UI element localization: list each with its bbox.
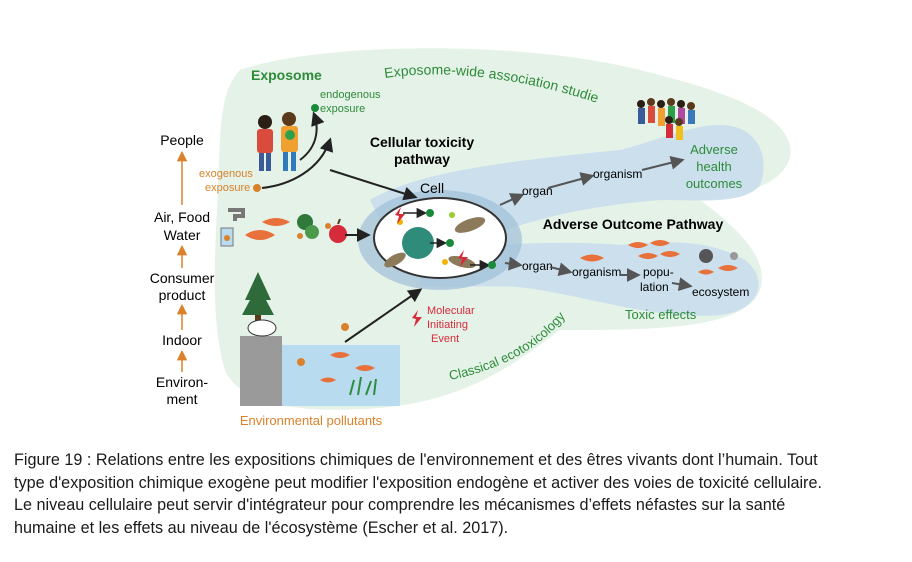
environment-to-cell-arrow [344,288,423,343]
ecosystem-label: ecosystem [692,285,749,299]
organ-bottom-label: organ [522,259,553,273]
exogenous-arrow [261,137,334,189]
level-people: People [160,132,204,148]
fish-school-icon [628,240,680,259]
organ-top-label: organ [522,184,553,198]
organ-to-organism-bottom-arrow [549,262,573,277]
caption-line-3: Le niveau cellulaire peut servir d'intég… [14,496,786,514]
figure-caption: Figure 19 : Relations entre les expositi… [14,449,899,539]
food-water-illustration [220,208,347,247]
endogenous-label: endogenous [320,89,381,101]
environment-illustration [240,272,400,406]
cell-label: Cell [420,180,444,196]
toxic-effects-label: Toxic effects [625,307,697,322]
nucleus [402,227,434,259]
exposome-diagram: People Air, Food Water Consumer product … [0,0,791,428]
exposome-to-cell-arrow [329,169,418,201]
adverse-label-2: health [696,159,731,174]
organ-to-organism-top-arrow [547,172,595,189]
endogenous-arrow [299,111,325,161]
organism-to-adverse-arrow [641,155,685,171]
aop-title: Adverse Outcome Pathway [543,216,724,232]
adverse-label-1: Adverse [690,142,738,157]
organism-fish-icon [580,254,604,262]
population-to-ecosystem-arrow [671,277,693,292]
exposome-title: Exposome [251,67,322,83]
exogenous-dot [253,184,261,192]
cell-to-organ-top-arrow [499,193,525,207]
cell-to-organ-bottom-arrow [504,256,523,271]
endogenous-dot [311,104,319,112]
cell-contents [384,207,496,271]
organism-top-label: organism [593,167,642,181]
env-pollutants-label: Environmental pollutants [240,413,383,428]
caption-line-1: Figure 19 : Relations entre les expositi… [14,451,818,469]
caption-line-2: type d'exposition chimique exogène peut … [14,473,822,492]
mie-label-3: Event [431,333,459,345]
population-label-2: lation [640,280,669,294]
exogenous-exposure-label: exposure [205,182,250,194]
level-water: Water [164,227,201,243]
mie-label-1: Molecular [427,305,475,317]
endogenous-exposure-label: exposure [320,103,365,115]
level-indoor: Indoor [162,332,202,348]
level-consumer: Consumer [150,270,215,286]
caption-line-4: humaine et les effets au niveau de l'éco… [14,518,509,537]
mie-label-2: Initiating [427,319,468,331]
crowd-illustration [637,98,695,140]
children-illustration [257,112,298,171]
ecosystem-icon [698,249,738,275]
cell-tox-subtitle: pathway [394,151,450,167]
mie-icon [412,310,422,327]
exogenous-label: exogenous [199,168,253,180]
level-product: product [159,287,206,303]
level-environment: Environ- [156,374,208,390]
level-air-food: Air, Food [154,209,210,225]
cell-tox-title: Cellular toxicity [370,134,474,150]
adverse-label-3: outcomes [686,176,743,191]
organism-bottom-label: organism [572,265,621,279]
level-ment: ment [166,391,197,407]
population-label-1: popu- [643,265,674,279]
